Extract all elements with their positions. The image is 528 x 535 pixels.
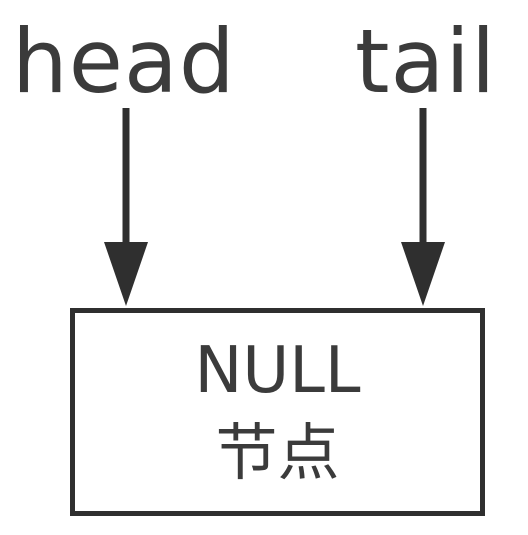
head-pointer-label: head (12, 10, 236, 113)
tail-arrow-head (401, 242, 445, 306)
null-node-box: NULL 节点 (70, 308, 485, 516)
head-arrow (104, 108, 148, 306)
tail-pointer-label: tail (355, 10, 497, 113)
tail-arrow (401, 108, 445, 306)
node-value-text: NULL (194, 334, 361, 408)
head-arrow-head (104, 242, 148, 306)
node-caption-text: 节点 (215, 416, 340, 489)
